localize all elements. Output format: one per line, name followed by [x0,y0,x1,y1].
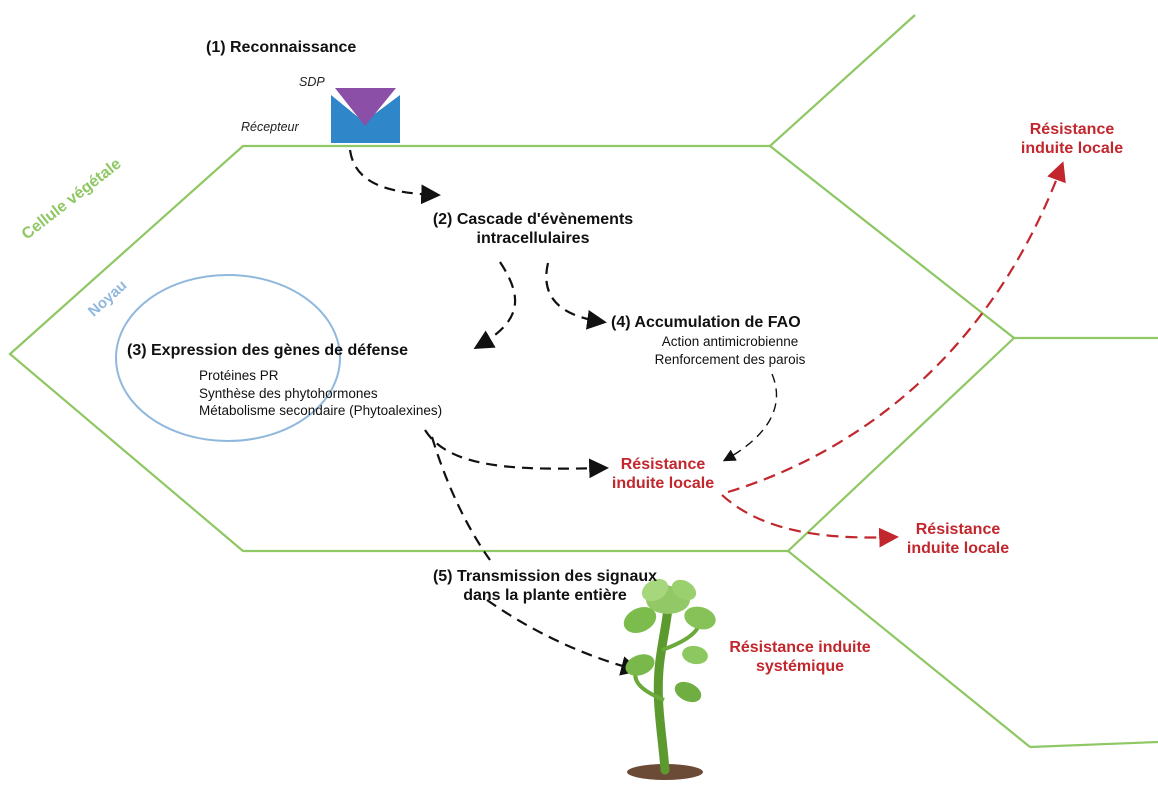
arrow-2-to-3 [473,261,517,349]
step-2-line-2: intracellulaires [476,230,590,248]
neighbor-wall-top [769,14,916,147]
local-resistance-topright-line-1: Résistance [1029,121,1115,138]
local-resistance-topright-line-2: induite locale [1020,140,1124,158]
neighbor-wall-lower [787,550,1031,748]
arrow-4-to-local [722,373,778,462]
arrow-5-to-plant [486,599,641,676]
step-3-item: Synthèse des phytohormones [199,385,378,401]
step-4-list: Action antimicrobienne Renforcement des … [620,333,840,368]
local-resistance-center-line-1: Résistance [620,456,706,473]
step-4-item: Action antimicrobienne [661,334,799,349]
step-3-list: Protéines PR Synthèse des phytohormones … [199,367,442,420]
step-4-item: Renforcement des parois [654,351,806,367]
arrow-local-to-topright [727,161,1066,494]
step-5-line-1: (5) Transmission des signaux [432,568,658,585]
step-2-line-1: (2) Cascade d'évènements [432,211,634,228]
step-3-item: Métabolisme secondaire (Phytoalexines) [199,403,443,419]
black-arrows [348,149,778,676]
step-4-label: (4) Accumulation de FAO [611,314,801,331]
step-5-line-2: dans la plante entière [463,587,627,605]
arrow-3-to-local [424,429,609,479]
sdp-label: SDP [299,75,325,89]
sdp-icon [335,88,396,126]
step-3-label: (3) Expression des gènes de défense [127,342,408,359]
local-resistance-right: Résistance induite locale [888,520,1028,558]
local-resistance-right-line-2: induite locale [906,540,1010,558]
red-arrows [721,161,1066,548]
step-2-label: (2) Cascade d'évènements intracellulaire… [398,210,668,248]
neighbor-wall-bottom [1029,740,1158,749]
receptor-label: Récepteur [241,120,299,134]
local-resistance-center: Résistance induite locale [588,455,738,493]
nucleus-outline [115,274,341,442]
receptor-icon [331,95,400,143]
arrow-1-to-2 [348,149,441,205]
step-1-label: (1) Reconnaissance [206,39,357,56]
local-resistance-topright: Résistance induite locale [1002,120,1142,158]
step-3-item: Protéines PR [199,368,279,383]
systemic-resistance-line-1: Résistance induite [729,639,871,656]
step-5-label: (5) Transmission des signaux dans la pla… [400,567,690,605]
systemic-resistance-label: Résistance induite systémique [712,638,888,676]
plant-illustration [623,578,716,780]
arrow-local-to-right [721,494,899,548]
arrow-3-to-5 [430,436,491,561]
cell-walls [8,14,1158,749]
arrow-2-to-4 [545,262,607,330]
systemic-resistance-line-2: systémique [755,658,845,676]
local-resistance-right-line-1: Résistance [915,521,1001,538]
local-resistance-center-line-2: induite locale [611,475,715,493]
